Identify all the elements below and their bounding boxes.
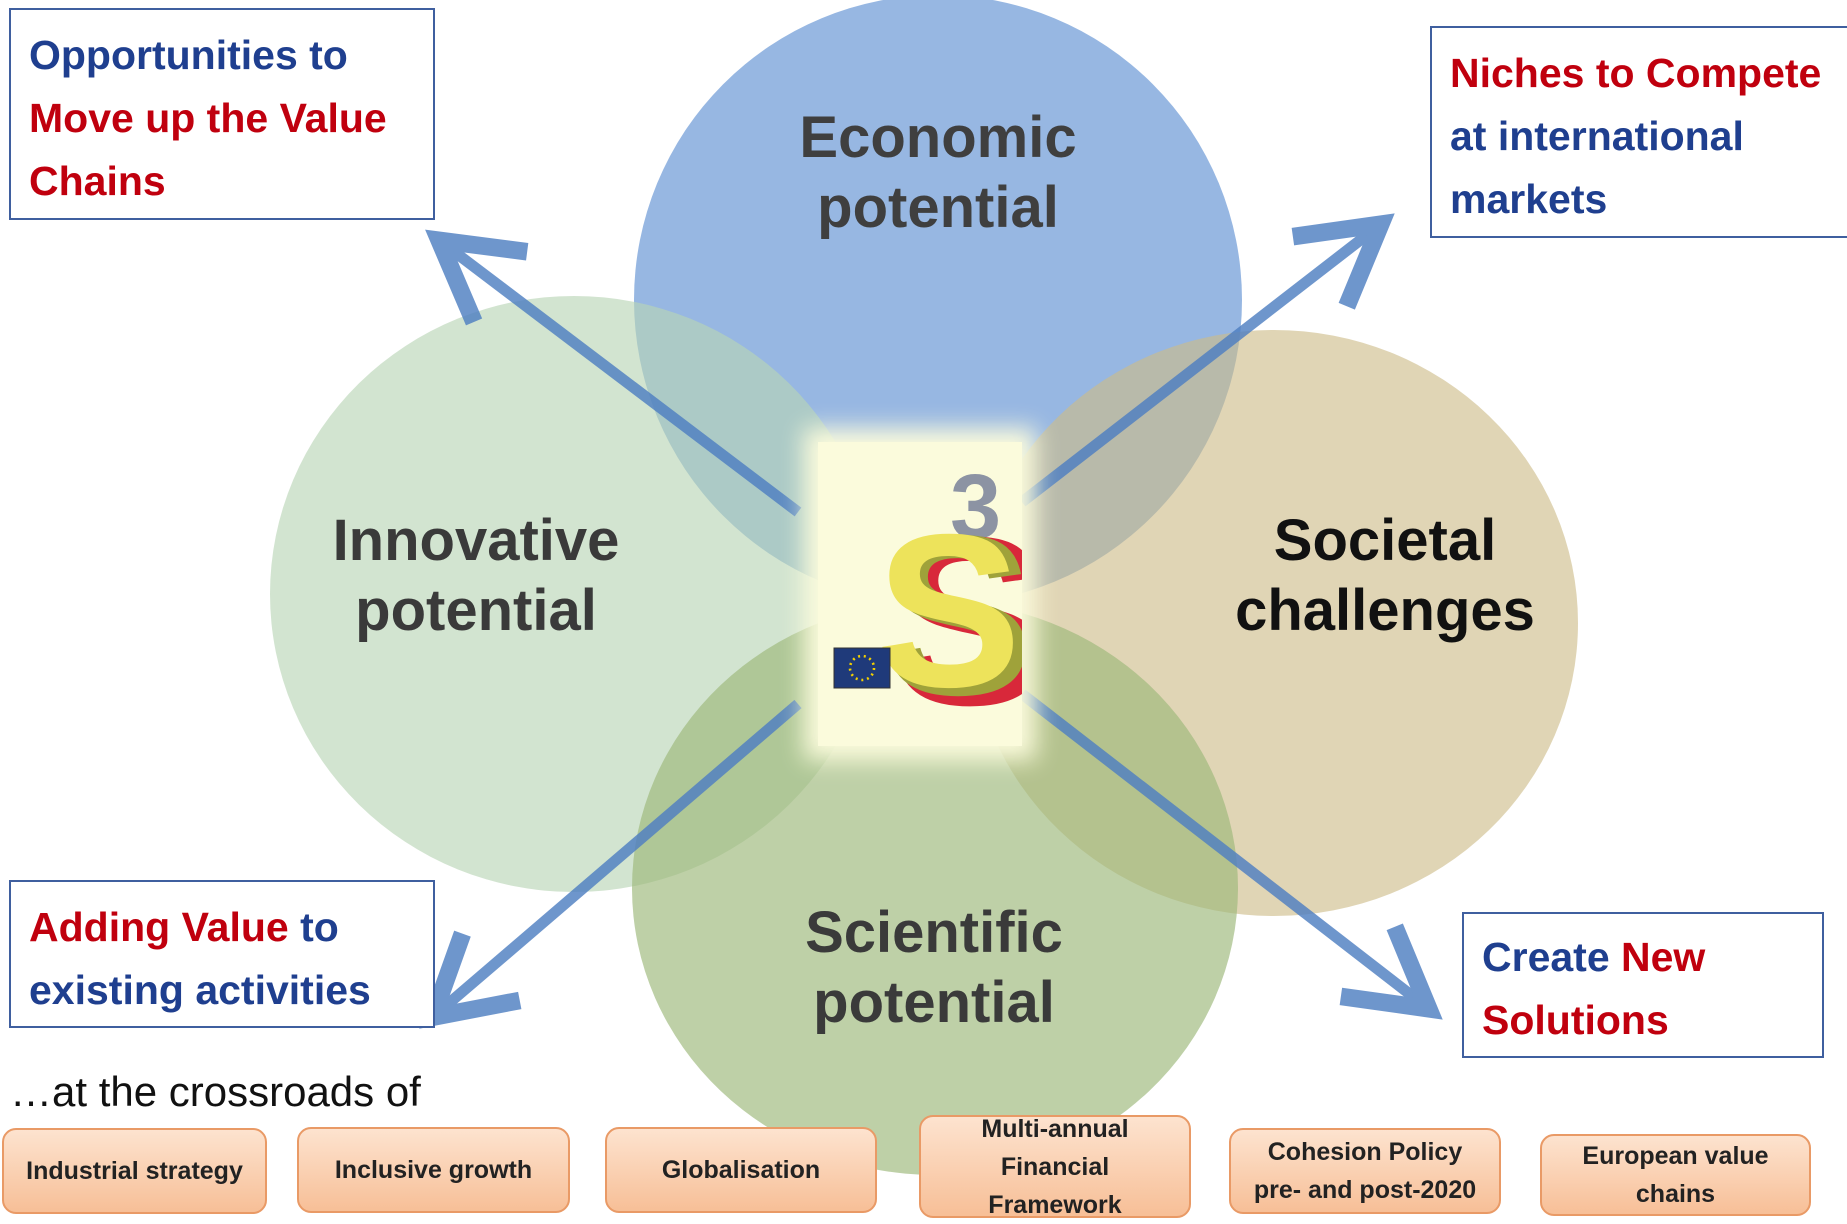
box-move-up-value-chains: Opportunities to Move up the Value Chain…: [9, 8, 435, 220]
tag-inclusive-growth: Inclusive growth: [297, 1127, 570, 1213]
box-top-right-line1: Niches to Compete: [1450, 50, 1822, 96]
economic-potential-label: Economic potential: [799, 105, 1077, 240]
societal-challenges-label: Societal challenges: [1235, 508, 1535, 643]
arrow-top-right: [1018, 213, 1395, 507]
s3-logo-graphic: 3 S S S: [833, 456, 1050, 755]
s3-logo: 3 S S S: [818, 442, 1050, 755]
box-top-left-line2: Move up the Value: [29, 95, 387, 141]
box-top-right-line3: markets: [1450, 176, 1608, 222]
box-adding-value: Adding Value to existing activities: [9, 880, 435, 1028]
arrow-bottom-right: [1018, 689, 1443, 1020]
arrow-bottom-left: [419, 699, 802, 1029]
box-bottom-right-line2: Solutions: [1482, 997, 1669, 1043]
tag-industrial-strategy: Industrial strategy: [2, 1128, 267, 1214]
scientific-potential-label: Scientific potential: [805, 900, 1063, 1035]
box-bottom-left-line1: Adding Value to: [29, 904, 339, 950]
eu-flag-icon: [833, 647, 891, 689]
box-top-left-line3: Chains: [29, 158, 166, 204]
tag-cohesion-policy: Cohesion Policy pre- and post-2020: [1229, 1128, 1501, 1214]
logo-letter-yellow: S: [876, 490, 1021, 733]
crossroads-caption: …at the crossroads of: [10, 1068, 421, 1115]
box-create-new-solutions: Create New Solutions: [1462, 912, 1824, 1058]
arrow-top-left: [425, 229, 802, 517]
box-top-left-line1: Opportunities to: [29, 32, 348, 78]
tag-european-value-chains: European value chains: [1540, 1134, 1811, 1216]
logo-letter-olive: S: [882, 489, 1022, 743]
tag-multi-annual-financial-framework: Multi-annual Financial Framework: [919, 1115, 1191, 1219]
box-top-right-line2: at international: [1450, 113, 1744, 159]
tag-globalisation: Globalisation: [605, 1127, 877, 1213]
innovative-potential-label: Innovative potential: [332, 508, 620, 643]
box-bottom-right-line1: Create New: [1482, 934, 1706, 980]
logo-digit: 3: [950, 456, 1001, 558]
box-bottom-left-line2: existing activities: [29, 967, 371, 1013]
box-niches-to-compete: Niches to Compete at international marke…: [1430, 26, 1847, 238]
